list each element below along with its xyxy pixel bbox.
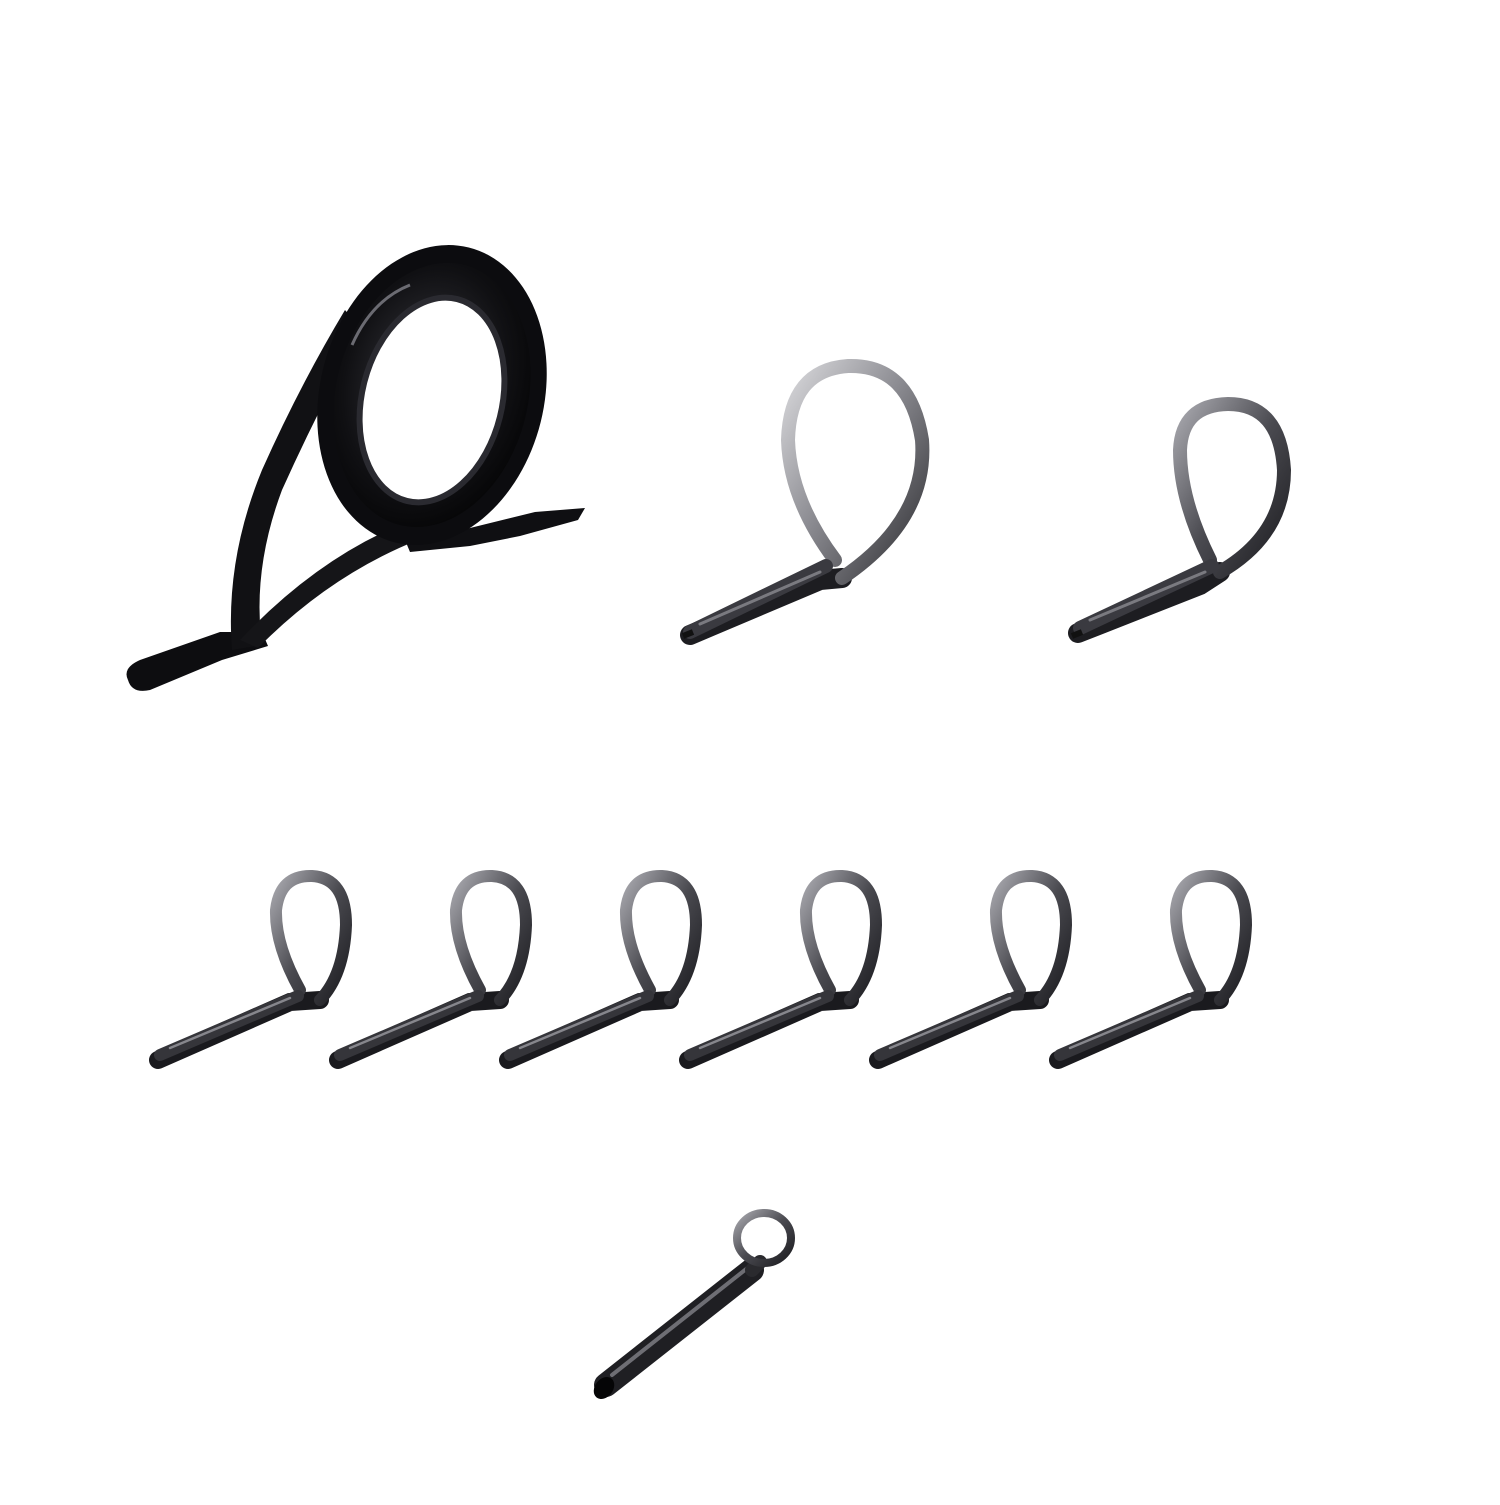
- small-snake-guide-2: [338, 876, 526, 1060]
- stripping-guide-ring-opening: [359, 297, 505, 503]
- small-snake-guide-3: [508, 876, 696, 1060]
- snake-guide-large-1: [680, 358, 930, 645]
- stripping-guide: [126, 245, 585, 691]
- tip-top-ring: [733, 1209, 795, 1267]
- small-snake-guide-6: [1058, 876, 1246, 1060]
- small-snake-guide-row: [149, 870, 1246, 1069]
- tip-top-guide: [593, 1209, 795, 1399]
- stripping-guide-rear-foot: [405, 508, 585, 552]
- stripping-guide-brace: [240, 520, 418, 648]
- small-snake-guide-1: [149, 870, 353, 1069]
- small-snake-guide-5: [878, 876, 1066, 1060]
- small-snake-guide-4: [688, 876, 876, 1060]
- snake-guide-large-2: [1068, 396, 1292, 643]
